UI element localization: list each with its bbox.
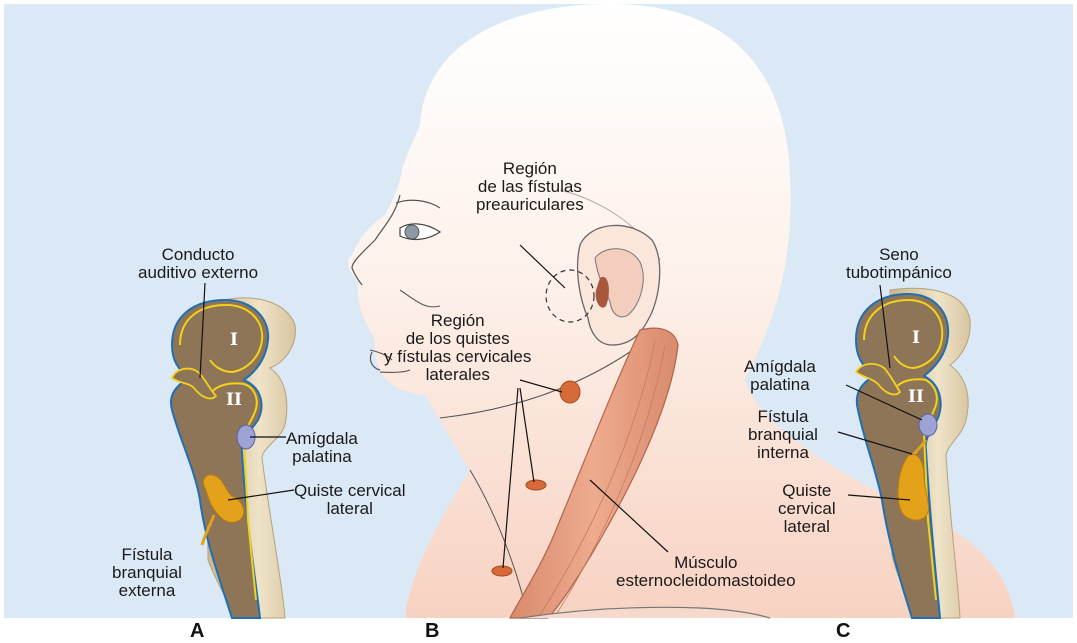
label-c-fistula-line-3: interna <box>748 444 818 462</box>
label-b-preauricular-line-3: preauriculares <box>476 196 584 214</box>
label-c-amigdala-line-2: palatina <box>744 376 816 394</box>
label-c-quiste-line-1: Quiste <box>778 482 836 500</box>
label-c-fistula: Fístula branquial interna <box>748 408 818 462</box>
label-b-quistes: Región de los quistes y fístulas cervica… <box>384 312 531 384</box>
label-a-quiste: Quiste cervical lateral <box>294 482 405 518</box>
lateral-cyst-middle <box>526 480 546 490</box>
label-b-musculo-line-1: Músculo <box>616 554 796 572</box>
panel-a-arch-2: II <box>226 390 242 410</box>
label-a-fistula-line-1: Fístula <box>112 546 182 564</box>
label-c-seno-line-1: Seno <box>846 246 952 264</box>
label-a-fistula-line-3: externa <box>112 582 182 600</box>
label-b-preauricular: Región de las fístulas preauriculares <box>476 160 584 214</box>
label-a-amigdala-line-2: palatina <box>286 448 358 466</box>
label-a-conducto-line-2: auditivo externo <box>138 264 258 282</box>
panel-c-arch-2: II <box>908 387 924 407</box>
panel-letter-c: C <box>836 620 850 643</box>
label-a-quiste-line-2: lateral <box>294 500 405 518</box>
iris <box>405 225 419 239</box>
panel-letter-b: B <box>425 620 439 643</box>
label-c-seno-line-2: tubotimpánico <box>846 264 952 282</box>
bottom-strip <box>0 618 1077 643</box>
panel-a-arch-1: I <box>230 330 238 350</box>
label-b-musculo-line-2: esternocleidomastoideo <box>616 572 796 590</box>
label-c-seno: Seno tubotimpánico <box>846 246 952 282</box>
label-a-fistula: Fístula branquial externa <box>112 546 182 600</box>
panel-c-tonsil <box>919 414 937 436</box>
label-b-quistes-line-2: de los quistes <box>384 330 531 348</box>
label-b-preauricular-line-1: Región <box>476 160 584 178</box>
label-a-conducto: Conducto auditivo externo <box>138 246 258 282</box>
panel-letter-a: A <box>190 620 204 643</box>
label-b-quistes-line-4: laterales <box>384 366 531 384</box>
label-a-amigdala: Amígdala palatina <box>286 430 358 466</box>
label-a-conducto-line-1: Conducto <box>138 246 258 264</box>
label-b-quistes-line-1: Región <box>384 312 531 330</box>
label-c-amigdala: Amígdala palatina <box>744 358 816 394</box>
label-c-amigdala-line-1: Amígdala <box>744 358 816 376</box>
label-c-fistula-line-1: Fístula <box>748 408 818 426</box>
lateral-cyst-lower <box>492 566 512 576</box>
label-c-quiste: Quiste cervical lateral <box>778 482 836 536</box>
label-b-quistes-line-3: y fístulas cervicales <box>384 348 531 366</box>
label-a-amigdala-line-1: Amígdala <box>286 430 358 448</box>
label-c-quiste-line-3: lateral <box>778 518 836 536</box>
label-c-quiste-line-2: cervical <box>778 500 836 518</box>
label-a-fistula-line-2: branquial <box>112 564 182 582</box>
label-a-quiste-line-1: Quiste cervical <box>294 482 405 500</box>
label-b-preauricular-line-2: de las fístulas <box>476 178 584 196</box>
lateral-cyst-upper <box>560 381 580 403</box>
panel-c-arch-1: I <box>912 328 920 348</box>
label-c-fistula-line-2: branquial <box>748 426 818 444</box>
label-b-musculo: Músculo esternocleidomastoideo <box>616 554 796 590</box>
